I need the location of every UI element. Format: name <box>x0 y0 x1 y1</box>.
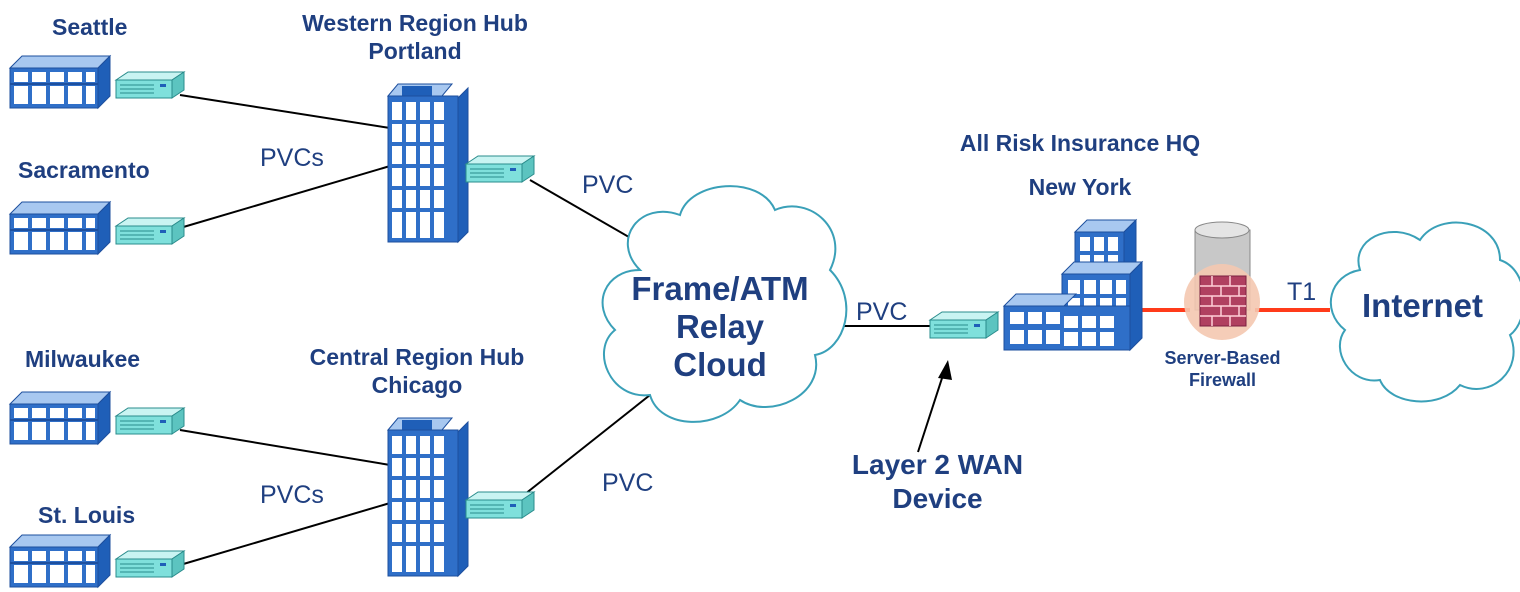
link-chicago-cloud <box>519 394 651 499</box>
pvc-label-central: PVC <box>602 469 654 497</box>
hq-name: All Risk Insurance HQ <box>959 130 1201 156</box>
t1-label: T1 <box>1287 278 1317 306</box>
wan-device-label-line2: Device <box>892 482 983 514</box>
western-hub-label: Western Region Hub Portland <box>290 10 540 65</box>
pvc-label-hq: PVC <box>856 298 908 326</box>
wan-device-arrow <box>917 360 952 453</box>
site-label-sacramento: Sacramento <box>18 157 150 183</box>
pvc-label-west: PVC <box>582 171 634 199</box>
link-seattle-portland <box>179 94 391 129</box>
site-label-st-louis: St. Louis <box>38 502 136 528</box>
frame-relay-cloud <box>601 185 848 423</box>
hq-label: All Risk Insurance HQ New York <box>920 122 1240 209</box>
link-lines <box>179 94 935 566</box>
site-milwaukee-building <box>9 391 185 445</box>
link-stlouis-chicago <box>179 502 391 566</box>
western-hub-name: Western Region Hub <box>302 10 528 36</box>
site-sacramento-building <box>9 201 185 255</box>
hq-building <box>1002 218 1144 352</box>
wan-device-label: Layer 2 WAN Device <box>845 448 1030 515</box>
firewall-label-line1: Server-Based <box>1164 348 1281 368</box>
firewall-server <box>1184 221 1260 340</box>
internet-label: Internet <box>1362 287 1484 324</box>
link-sacramento-portland <box>179 165 391 229</box>
cloud-label-line2: Relay <box>675 307 765 345</box>
central-hub-label: Central Region Hub Chicago <box>292 344 542 399</box>
internet-cloud <box>1329 221 1520 403</box>
site-stlouis-building <box>9 534 185 588</box>
site-seattle-building <box>9 55 185 109</box>
central-hub-name: Central Region Hub <box>309 344 525 370</box>
central-hub-city: Chicago <box>371 371 463 398</box>
wan-router <box>929 311 999 339</box>
firewall-label: Server-Based Firewall <box>1160 348 1285 391</box>
pvcs-label-central: PVCs <box>260 481 324 509</box>
central-hub-tower <box>387 417 535 577</box>
wan-device-label-line1: Layer 2 WAN <box>851 449 1024 480</box>
site-label-milwaukee: Milwaukee <box>25 346 141 372</box>
western-hub-city: Portland <box>368 37 462 64</box>
link-milwaukee-chicago <box>179 429 391 466</box>
cloud-label-line3: Cloud <box>673 345 767 383</box>
cloud-label: Frame/ATM Relay Cloud <box>610 270 830 384</box>
site-label-seattle: Seattle <box>52 14 128 40</box>
firewall-label-line2: Firewall <box>1188 369 1257 390</box>
western-hub-tower <box>387 83 535 243</box>
pvcs-label-west: PVCs <box>260 144 324 172</box>
cloud-label-line1: Frame/ATM <box>631 270 809 307</box>
hq-city: New York <box>1028 173 1132 200</box>
